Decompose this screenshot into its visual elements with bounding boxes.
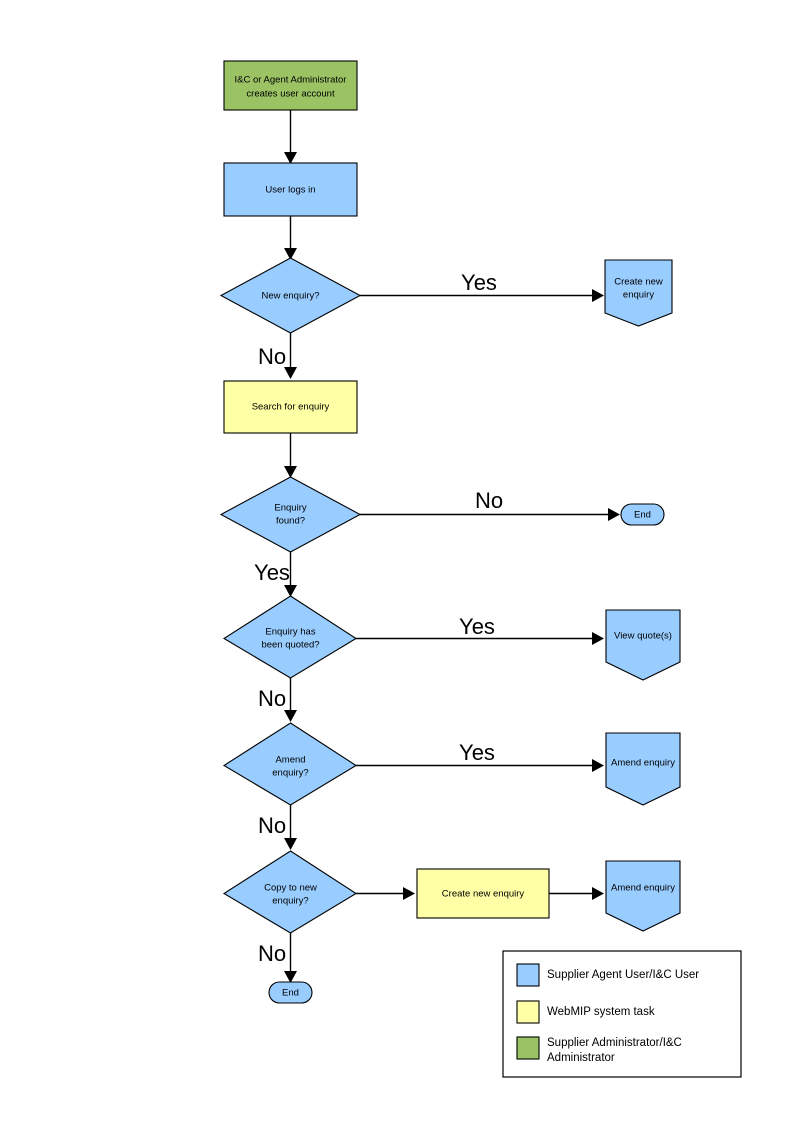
node-label-line2: enquiry? xyxy=(272,768,308,779)
node-label-line1: End xyxy=(634,510,651,521)
edge-label-new-enquiry-yes: Yes xyxy=(461,270,497,295)
node-label-line1: Create new xyxy=(614,277,663,288)
legend: Supplier Agent User/I&C User WebMIP syst… xyxy=(502,950,742,1078)
node-user-logs-in[interactable]: User logs in xyxy=(223,162,358,217)
node-shape-decision xyxy=(219,257,362,334)
edge-label-new-enquiry-no: No xyxy=(258,344,286,369)
legend-item-webmip-system-task: WebMIP system task xyxy=(516,1000,655,1024)
node-view-quotes-doc[interactable]: View quote(s) xyxy=(605,609,681,681)
arrowhead-admin-to-login xyxy=(284,152,297,164)
node-label-line1: New enquiry? xyxy=(261,291,319,302)
legend-swatch-yellow xyxy=(516,1000,540,1024)
arrowhead-found-yes xyxy=(284,585,297,597)
node-shape-process xyxy=(223,60,358,111)
node-shape-pentagon xyxy=(604,259,673,327)
legend-swatch-blue xyxy=(516,963,540,987)
arrowhead-amend-no xyxy=(284,838,297,850)
node-shape-process xyxy=(416,868,550,919)
arrowhead-search-to-found xyxy=(284,466,297,478)
node-label-line1: Amend xyxy=(275,755,305,766)
edge-label-amend-yes: Yes xyxy=(459,740,495,765)
node-label-line1: Amend enquiry xyxy=(611,758,675,769)
node-create-new-enquiry-task[interactable]: Create new enquiry xyxy=(416,868,550,919)
edge-label-copy-no: No xyxy=(258,941,286,966)
node-amend-enquiry-decision[interactable]: Amend enquiry? xyxy=(222,722,358,806)
node-shape-pentagon xyxy=(605,732,681,806)
node-amend-enquiry-doc[interactable]: Amend enquiry xyxy=(605,732,681,806)
legend-swatch-green xyxy=(516,1036,540,1060)
node-shape-process xyxy=(223,380,358,434)
legend-item-supplier-agent-user: Supplier Agent User/I&C User xyxy=(516,963,699,987)
arrowhead-createtask-to-amenddoc xyxy=(592,887,604,900)
node-label-line1: Create new enquiry xyxy=(442,889,525,900)
node-label-line1: Search for enquiry xyxy=(252,402,330,413)
node-shape-decision xyxy=(222,850,358,934)
node-label-line1: Copy to new xyxy=(264,883,317,894)
legend-frame xyxy=(502,950,742,1078)
node-enquiry-quoted-decision[interactable]: Enquiry has been quoted? xyxy=(222,595,358,679)
node-end-top[interactable]: End xyxy=(620,503,665,526)
node-shape-terminator xyxy=(268,981,313,1004)
node-label-line1: User logs in xyxy=(265,185,315,196)
node-label-line1: Enquiry has xyxy=(265,627,315,638)
arrowhead-amend-yes xyxy=(592,759,604,772)
node-label-line2: creates user account xyxy=(246,89,335,100)
node-create-new-enquiry-doc[interactable]: Create new enquiry xyxy=(604,259,673,327)
node-shape-terminator xyxy=(620,503,665,526)
node-label-line2: been quoted? xyxy=(261,640,319,651)
node-label-line1: Enquiry xyxy=(274,503,306,514)
node-label-line1: End xyxy=(282,988,299,999)
node-shape-decision xyxy=(222,722,358,806)
legend-label-line1: WebMIP system task xyxy=(547,1006,655,1018)
connectors xyxy=(284,110,620,983)
node-label-line2: found? xyxy=(276,516,305,527)
node-label-line1: Amend enquiry xyxy=(611,883,675,894)
edge-label-quoted-no: No xyxy=(258,686,286,711)
node-shape-process xyxy=(223,162,358,217)
node-label-line2: enquiry xyxy=(623,290,654,301)
legend-label-line1: Supplier Agent User/I&C User xyxy=(547,969,699,981)
node-amend-enquiry-doc-2[interactable]: Amend enquiry xyxy=(605,860,681,932)
arrowhead-newenquiry-yes xyxy=(592,289,604,302)
edge-label-found-no: No xyxy=(475,488,503,513)
node-label-line1: View quote(s) xyxy=(614,631,672,642)
node-new-enquiry-decision[interactable]: New enquiry? xyxy=(219,257,362,334)
node-label-line2: enquiry? xyxy=(272,896,308,907)
arrowhead-found-no xyxy=(608,508,620,521)
legend-label-line2: Administrator xyxy=(547,1052,615,1064)
legend-item-supplier-administrator: Supplier Administrator/I&C Administrator xyxy=(516,1036,682,1064)
legend-label-line1: Supplier Administrator/I&C xyxy=(547,1037,682,1049)
node-label-line1: I&C or Agent Administrator xyxy=(235,75,347,86)
node-search-for-enquiry[interactable]: Search for enquiry xyxy=(223,380,358,434)
arrowhead-quoted-no xyxy=(284,710,297,722)
node-shape-pentagon xyxy=(605,609,681,681)
node-shape-pentagon xyxy=(605,860,681,932)
edge-label-found-yes: Yes xyxy=(254,560,290,585)
edge-label-quoted-yes: Yes xyxy=(459,614,495,639)
node-copy-to-new-enquiry-decision[interactable]: Copy to new enquiry? xyxy=(222,850,358,934)
arrowhead-copy-no xyxy=(284,971,297,983)
arrowhead-quoted-yes xyxy=(592,632,604,645)
node-enquiry-found-decision[interactable]: Enquiry found? xyxy=(219,476,362,553)
node-shape-decision xyxy=(222,595,358,679)
node-shape-decision xyxy=(219,476,362,553)
edge-labels: Yes No No Yes Yes No Yes No No xyxy=(254,270,503,966)
edge-label-amend-no: No xyxy=(258,813,286,838)
node-admin-creates-user-account[interactable]: I&C or Agent Administrator creates user … xyxy=(223,60,358,111)
node-end-bottom[interactable]: End xyxy=(268,981,313,1004)
arrowhead-copy-yes xyxy=(403,887,415,900)
